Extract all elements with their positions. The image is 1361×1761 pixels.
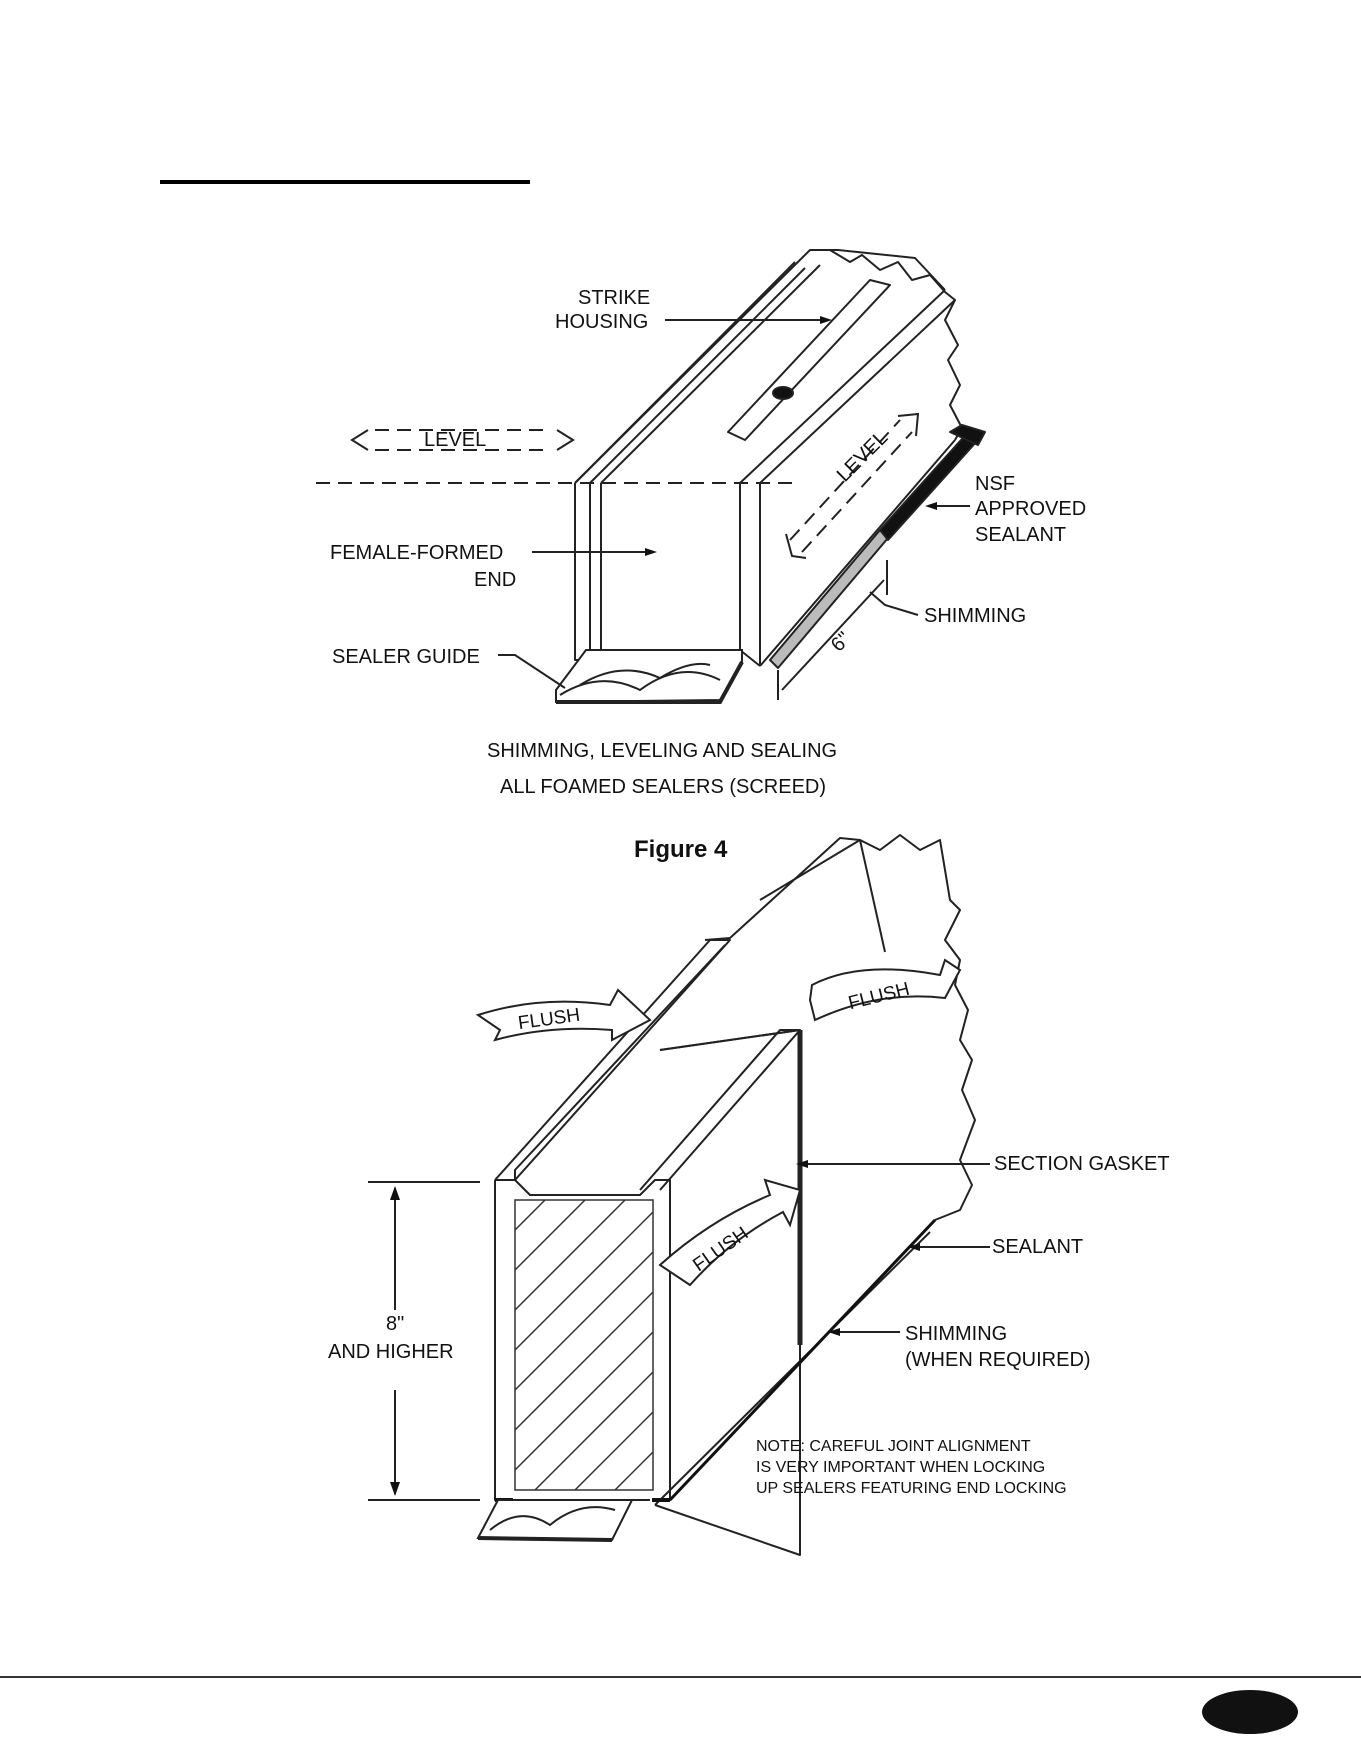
figure-4-caption-line1: SHIMMING, LEVELING AND SEALING: [487, 740, 838, 762]
label-shimming-fig4: SHIMMING: [924, 605, 1027, 627]
note-line-1: NOTE: CAREFUL JOINT ALIGNMENT: [756, 1438, 1031, 1455]
label-height-8: 8": [386, 1313, 405, 1335]
label-female-end: END: [474, 569, 517, 591]
label-housing: HOUSING: [555, 311, 649, 333]
page-tab-oval: [1202, 1690, 1298, 1734]
note-line-3: UP SEALERS FEATURING END LOCKING: [756, 1480, 1067, 1497]
header-rule: [160, 180, 530, 184]
figure-4-caption-line2: ALL FOAMED SEALERS (SCREED): [500, 776, 827, 798]
label-level-left: LEVEL: [424, 429, 487, 451]
label-female-formed: FEMALE-FORMED: [330, 542, 504, 564]
label-sealer-guide: SEALER GUIDE: [332, 646, 480, 668]
label-when-required: (WHEN REQUIRED): [905, 1349, 1091, 1371]
label-sealant-fig4: SEALANT: [975, 524, 1067, 546]
label-and-higher: AND HIGHER: [328, 1341, 454, 1363]
label-approved: APPROVED: [975, 498, 1087, 520]
label-strike: STRIKE: [578, 287, 651, 309]
note-line-2: IS VERY IMPORTANT WHEN LOCKING: [756, 1459, 1046, 1476]
figure-4-title: Figure 4: [634, 836, 728, 863]
label-section-gasket: SECTION GASKET: [994, 1153, 1170, 1175]
label-shimming-fig5: SHIMMING: [905, 1323, 1008, 1345]
label-nsf: NSF: [975, 473, 1015, 495]
label-sealant-fig5: SEALANT: [992, 1236, 1084, 1258]
